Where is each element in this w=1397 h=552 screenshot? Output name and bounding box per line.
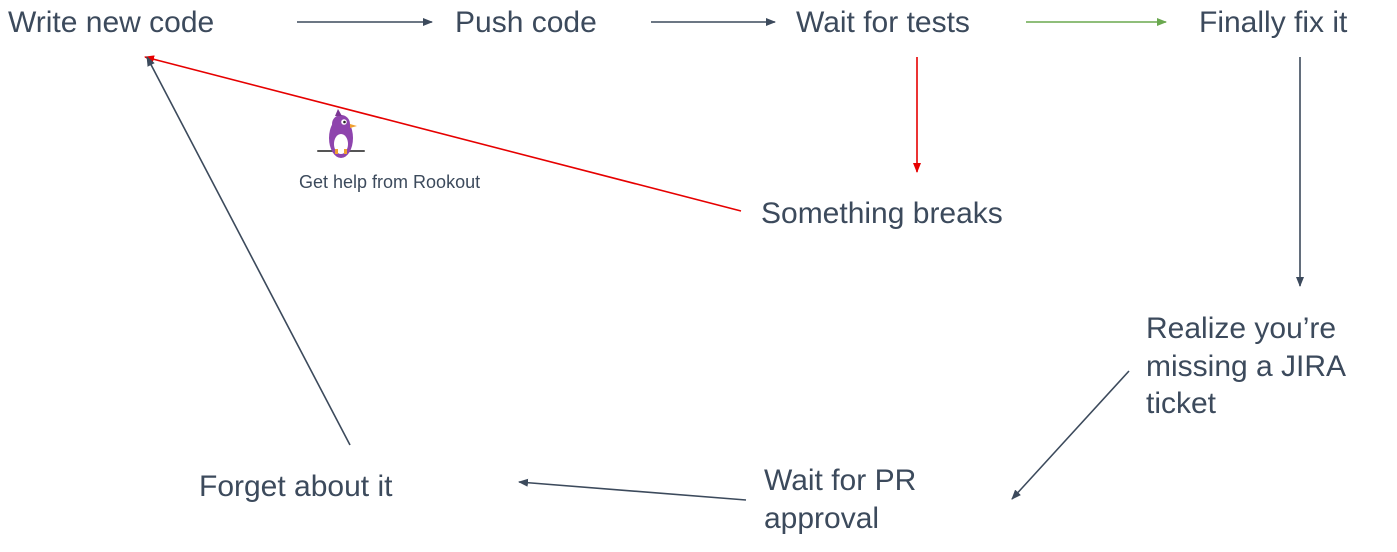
arrow-pr-to-forget: [518, 478, 747, 501]
node-finally-fix-it: Finally fix it: [1199, 6, 1348, 39]
arrow-breaks-to-write: [144, 55, 742, 212]
node-wait-for-tests: Wait for tests: [796, 6, 970, 39]
arrow-forget-to-write: [146, 56, 351, 446]
node-forget-about-it: Forget about it: [199, 470, 393, 503]
arrow-jira-to-pr: [1011, 370, 1130, 500]
node-wait-pr-approval: Wait for PR approval: [764, 464, 917, 535]
bird-icon: [317, 109, 365, 158]
node-realize-jira: Realize you’re missing a JIRA ticket: [1146, 312, 1347, 420]
rookout-label: Get help from Rookout: [299, 172, 481, 192]
node-push-code: Push code: [455, 6, 597, 39]
node-write-new-code: Write new code: [8, 6, 215, 39]
node-something-breaks: Something breaks: [761, 197, 1003, 230]
